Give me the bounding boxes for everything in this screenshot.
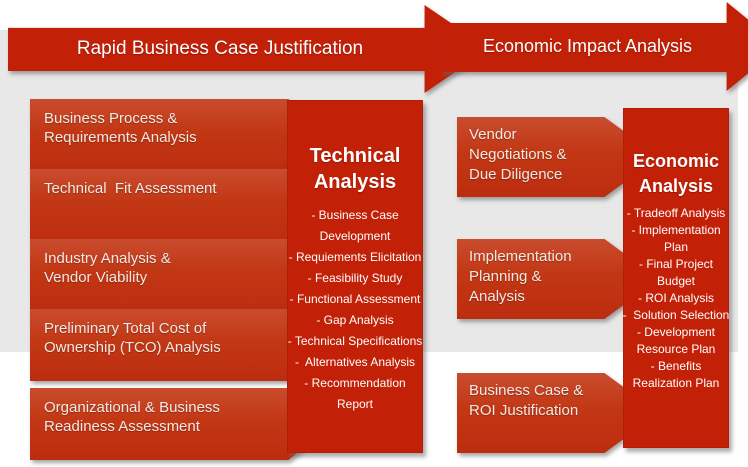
technical-analysis-item: - Functional Assessment	[289, 292, 421, 306]
stage-arrow-shape: Industry Analysis & Vendor Viability	[30, 239, 334, 311]
technical-analysis-item: - Technical Specifications	[287, 334, 423, 348]
economic-analysis-item: - Final Project Budget	[638, 257, 714, 288]
technical-analysis-item: - Recommendation Report	[304, 376, 406, 411]
stage-arrow-label: Vendor Negotiations & Due Diligence	[469, 126, 567, 183]
banner-economic-arrow-shape: Economic Impact Analysis	[441, 2, 748, 91]
technical-analysis-item: - Gap Analysis	[316, 313, 394, 327]
technical-analysis-item: - Business Case Development	[311, 208, 399, 243]
stage-arrow-label: Business Process & Requirements Analysis	[44, 110, 197, 146]
stage-arrow-implementation-planning: Implementation Planning & Analysis	[457, 239, 659, 319]
economic-analysis-item: - Solution Selection	[622, 308, 730, 322]
economic-analysis-item: - Benefits Realization Plan	[632, 359, 720, 390]
stage-arrow-technical-fit: Technical Fit Assessment	[30, 169, 334, 241]
stage-arrow-shape: Business Process & Requirements Analysis	[30, 99, 334, 171]
economic-analysis-list: - Tradeoff Analysis - Implementation Pla…	[623, 205, 730, 392]
technical-analysis-item: - Requiements Elicitation	[288, 250, 422, 264]
economic-analysis-item: - Development Resource Plan	[636, 325, 716, 356]
banner-rapid-label: Rapid Business Case Justification	[76, 38, 364, 59]
stage-arrow-label: Organizational & Business Readiness Asse…	[44, 399, 220, 435]
banner-rapid-business-case-justification: Rapid Business Case Justification	[8, 5, 489, 93]
banner-economic-label: Economic Impact Analysis	[482, 36, 693, 56]
technical-analysis-title: Technical Analysis	[309, 145, 406, 193]
technical-analysis-item: - Feasibility Study	[307, 271, 403, 285]
stage-arrow-tco-analysis: Preliminary Total Cost of Ownership (TCO…	[30, 309, 334, 381]
technical-analysis-item: - Alternatives Analysis	[294, 355, 416, 369]
economic-analysis-box: Economic Analysis - Tradeoff Analysis - …	[623, 108, 729, 448]
stage-arrow-shape: Preliminary Total Cost of Ownership (TCO…	[30, 309, 334, 381]
economic-analysis-item: - Tradeoff Analysis	[626, 206, 726, 220]
stage-arrow-shape: Organizational & Business Readiness Asse…	[30, 388, 334, 460]
stage-arrow-label: Technical Fit Assessment	[44, 180, 217, 197]
economic-analysis-title: Economic Analysis	[632, 151, 724, 196]
stage-arrow-shape: Technical Fit Assessment	[30, 169, 334, 241]
technical-analysis-list: - Business Case Development - Requiement…	[288, 205, 423, 415]
banner-rapid-arrow-shape: Rapid Business Case Justification	[8, 5, 489, 93]
technical-analysis-box: Technical Analysis - Business Case Devel…	[287, 100, 423, 453]
stage-arrow-label: Business Case & ROI Justification	[469, 382, 584, 419]
economic-analysis-item: - ROI Analysis	[637, 291, 715, 305]
economic-analysis-item: - Implementation Plan	[631, 223, 721, 254]
stage-arrow-business-case-roi: Business Case & ROI Justification	[457, 373, 659, 453]
stage-arrow-label: Industry Analysis & Vendor Viability	[44, 250, 171, 286]
stage-arrow-business-process-requirements: Business Process & Requirements Analysis	[30, 99, 334, 171]
stage-arrow-org-readiness: Organizational & Business Readiness Asse…	[30, 388, 334, 460]
stage-arrow-vendor-negotiations: Vendor Negotiations & Due Diligence	[457, 117, 659, 197]
stage-arrow-label: Implementation Planning & Analysis	[469, 248, 572, 305]
banner-economic-impact-analysis: Economic Impact Analysis	[441, 2, 748, 91]
stage-arrow-label: Preliminary Total Cost of Ownership (TCO…	[44, 320, 221, 356]
stage-arrow-industry-vendor-viability: Industry Analysis & Vendor Viability	[30, 239, 334, 311]
